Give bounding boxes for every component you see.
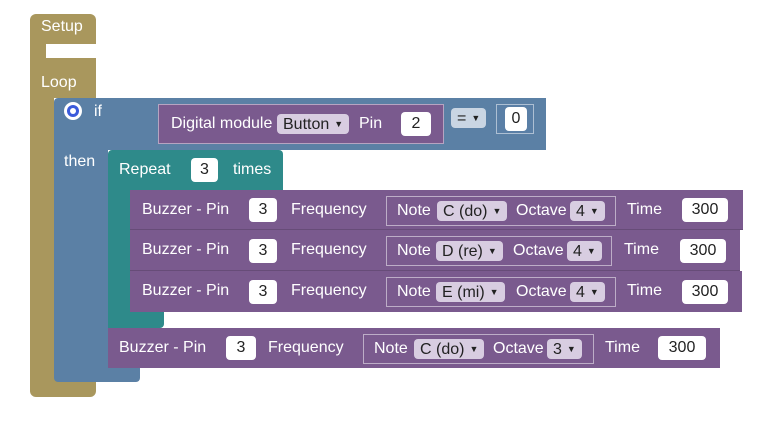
repeat-body [108, 190, 130, 312]
repeat-label: Repeat [119, 161, 171, 178]
setup-block[interactable] [30, 14, 96, 44]
buzzer-label: Buzzer - Pin [119, 339, 207, 356]
note-dropdown[interactable]: C (do) ▼ [414, 339, 485, 359]
setup-label: Setup [41, 18, 83, 35]
buzzer-label: Buzzer - Pin [142, 201, 230, 218]
octave-dropdown[interactable]: 4▼ [567, 241, 602, 261]
time-label: Time [627, 201, 662, 218]
digital-module-pin-label: Pin [359, 115, 383, 132]
loop-body [30, 98, 54, 370]
time-label: Time [627, 282, 662, 299]
time-label: Time [624, 241, 659, 258]
repeat-count-input[interactable]: 3 [191, 158, 218, 182]
time-label: Time [605, 339, 640, 356]
compare-value-input[interactable]: 0 [505, 107, 527, 131]
buzzer-frequency-label: Frequency [291, 241, 367, 258]
buzzer-frequency-label: Frequency [268, 339, 344, 356]
chevron-down-icon: ▼ [492, 206, 502, 216]
buzzer-frequency-label: Frequency [291, 282, 367, 299]
compare-operator-dropdown[interactable]: =▼ [451, 108, 487, 128]
note-value: C (do) [420, 341, 465, 358]
loop-label: Loop [41, 74, 77, 91]
digital-module-label: Digital module [171, 115, 273, 132]
note-block[interactable] [363, 334, 594, 364]
repeat-times-label: times [233, 161, 272, 178]
time-input[interactable]: 300 [658, 336, 706, 360]
note-block[interactable] [386, 196, 616, 226]
buzzer-pin-input[interactable]: 3 [249, 280, 277, 304]
time-input[interactable]: 300 [682, 198, 728, 222]
note-label: Note [374, 340, 408, 357]
octave-label: Octave [513, 242, 564, 259]
chevron-down-icon: ▼ [589, 206, 599, 216]
note-block[interactable] [386, 236, 612, 266]
gear-icon[interactable] [64, 102, 82, 120]
loop-block[interactable] [30, 70, 96, 98]
octave-label: Octave [493, 340, 544, 357]
buzzer-label: Buzzer - Pin [142, 282, 230, 299]
note-value: D (re) [442, 243, 483, 260]
chevron-down-icon: ▼ [487, 246, 497, 256]
repeat-foot [108, 312, 164, 328]
octave-value: 4 [576, 284, 585, 301]
buzzer-frequency-label: Frequency [291, 201, 367, 218]
octave-value: 4 [573, 243, 582, 260]
note-dropdown[interactable]: D (re) ▼ [436, 241, 503, 261]
if-then-body [54, 150, 108, 368]
chevron-down-icon: ▼ [489, 287, 499, 297]
time-input[interactable]: 300 [680, 239, 726, 263]
if-label: if [94, 103, 102, 120]
if-foot [54, 368, 140, 382]
setup-foot [30, 58, 96, 70]
note-label: Note [397, 202, 431, 219]
octave-label: Octave [516, 202, 567, 219]
note-block[interactable] [386, 277, 616, 307]
octave-value: 3 [553, 341, 562, 358]
octave-dropdown[interactable]: 3▼ [547, 339, 582, 359]
time-input[interactable]: 300 [682, 280, 728, 304]
buzzer-pin-input[interactable]: 3 [226, 336, 256, 360]
chevron-down-icon: ▼ [334, 119, 344, 129]
note-value: E (mi) [442, 284, 485, 301]
digital-module-type-value: Button [283, 116, 330, 133]
octave-dropdown[interactable]: 4▼ [570, 282, 605, 302]
buzzer-label: Buzzer - Pin [142, 241, 230, 258]
octave-dropdown[interactable]: 4▼ [570, 201, 605, 221]
note-label: Note [397, 242, 431, 259]
octave-label: Octave [516, 283, 567, 300]
digital-module-pin-input[interactable]: 2 [401, 112, 431, 136]
digital-module-type-dropdown[interactable]: Button ▼ [277, 114, 350, 134]
setup-body [30, 44, 46, 58]
compare-operator-value: = [457, 110, 467, 127]
note-dropdown[interactable]: C (do) ▼ [437, 201, 508, 221]
chevron-down-icon: ▼ [471, 113, 481, 123]
note-value: C (do) [443, 203, 488, 220]
chevron-down-icon: ▼ [469, 344, 479, 354]
note-label: Note [397, 283, 431, 300]
chevron-down-icon: ▼ [566, 344, 576, 354]
then-label: then [64, 153, 96, 170]
octave-value: 4 [576, 203, 585, 220]
buzzer-pin-input[interactable]: 3 [249, 239, 277, 263]
note-dropdown[interactable]: E (mi) ▼ [436, 282, 505, 302]
chevron-down-icon: ▼ [586, 246, 596, 256]
chevron-down-icon: ▼ [589, 287, 599, 297]
buzzer-pin-input[interactable]: 3 [249, 198, 277, 222]
